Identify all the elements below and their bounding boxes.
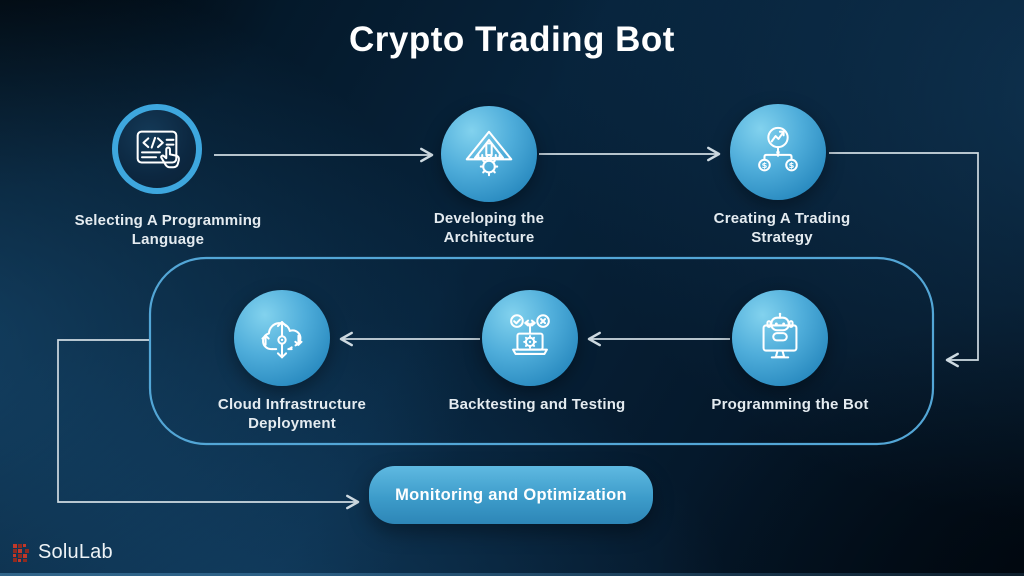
- robot-monitor-icon: [762, 312, 798, 359]
- solulab-pixel-logo-icon: [13, 543, 29, 562]
- architecture-design-icon: [465, 130, 513, 177]
- monitoring-optimization-label: Monitoring and Optimization: [395, 485, 627, 504]
- connector-3-row2: [829, 152, 979, 368]
- label-backtesting-testing: Backtesting and Testing: [448, 396, 626, 413]
- page-title: Crypto Trading Bot: [349, 20, 675, 59]
- svg-text:$: $: [789, 160, 795, 170]
- node-selecting-language: [112, 104, 202, 194]
- code-selection-icon: [136, 130, 180, 169]
- trading-strategy-chart-dollar-icon: $ $: [758, 126, 798, 172]
- monitoring-optimization-pill: Monitoring and Optimization: [369, 466, 653, 524]
- node-cloud-deployment: [234, 290, 330, 386]
- label-developing-architecture: Developing the Architecture: [433, 210, 545, 246]
- brand-name: SoluLab: [38, 541, 113, 563]
- label-trading-strategy: Creating A Trading Strategy: [713, 210, 851, 246]
- node-programming-bot: [732, 290, 828, 386]
- bottom-accent-line: [0, 573, 1024, 576]
- node-developing-architecture: [441, 106, 537, 202]
- brand-lockup: SoluLab: [13, 541, 113, 564]
- label-programming-bot: Programming the Bot: [711, 396, 869, 413]
- cloud-deployment-arrows-icon: [261, 321, 303, 359]
- connector-row2-final: [57, 339, 360, 510]
- node-trading-strategy: $ $: [730, 104, 826, 200]
- svg-text:$: $: [762, 160, 768, 170]
- label-selecting-language: Selecting A Programming Language: [74, 212, 262, 248]
- row2-container-outline: [148, 256, 935, 446]
- node-backtesting-testing: [482, 290, 578, 386]
- laptop-pass-fail-icon: [510, 314, 550, 355]
- label-cloud-deployment: Cloud Infrastructure Deployment: [217, 396, 367, 432]
